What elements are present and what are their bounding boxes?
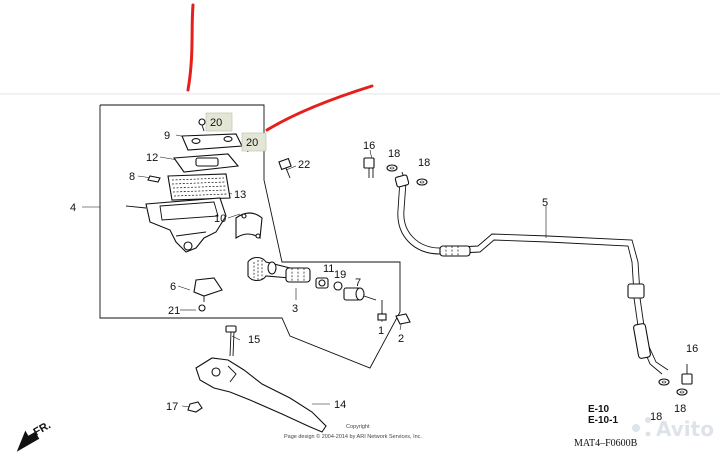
torque-callout-1: 20 xyxy=(205,112,233,132)
label-10: 10 xyxy=(214,213,226,225)
label-6: 6 xyxy=(170,281,176,293)
banjo-bolt-upper xyxy=(363,157,375,178)
diagram-code: MAT4–F0600B xyxy=(574,438,638,449)
reference-e10: E-10 xyxy=(588,404,610,415)
holder xyxy=(235,212,263,240)
label-15: 15 xyxy=(248,334,260,346)
label-4: 4 xyxy=(70,202,76,214)
label-14: 14 xyxy=(334,399,346,411)
label-1: 1 xyxy=(378,325,384,337)
push-rod xyxy=(377,300,387,321)
label-19: 19 xyxy=(334,269,346,281)
part-number-labels: 4 9 12 8 13 10 22 6 21 11 19 7 3 1 2 15 … xyxy=(70,130,698,423)
label-12: 12 xyxy=(146,152,158,164)
screw-top xyxy=(198,118,206,132)
clutch-switch xyxy=(193,277,223,302)
sealing-washer-upper-2 xyxy=(416,178,428,186)
master-cylinder-body xyxy=(125,197,227,253)
piston-set xyxy=(247,256,377,301)
bolt-8 xyxy=(147,175,161,183)
lever-nut xyxy=(187,401,203,413)
label-18-lower-1: 18 xyxy=(650,411,662,423)
label-18-lower-2: 18 xyxy=(674,403,686,415)
copyright-notice: Page design © 2004-2014 by ARI Network S… xyxy=(284,433,422,440)
locknut xyxy=(395,313,411,325)
label-5: 5 xyxy=(542,197,548,209)
label-9: 9 xyxy=(164,130,170,142)
label-22: 22 xyxy=(298,159,310,171)
label-3: 3 xyxy=(292,303,298,315)
reservoir-cap xyxy=(181,133,243,151)
bleeder-screw xyxy=(278,157,292,179)
sealing-washer-lower-2 xyxy=(676,388,688,396)
sealing-washer-upper-1 xyxy=(386,164,398,172)
svg-text:Avito: Avito xyxy=(656,417,714,441)
label-18-upper-2: 18 xyxy=(418,157,430,169)
svg-text:20: 20 xyxy=(210,117,222,129)
copyright-title: Copyright xyxy=(346,424,370,430)
reference-e10-1: E-10-1 xyxy=(588,415,618,426)
label-18-upper-1: 18 xyxy=(388,148,400,160)
label-21: 21 xyxy=(168,305,180,317)
sealing-washer-lower-1 xyxy=(658,378,670,386)
annotation-mark-vertical xyxy=(186,3,195,92)
pivot-bolt xyxy=(225,325,237,357)
label-2: 2 xyxy=(398,333,404,345)
reservoir-diaphragm xyxy=(167,173,231,201)
torque-callout-2: 20 xyxy=(241,132,267,152)
svg-text:20: 20 xyxy=(246,137,258,149)
avito-watermark: Avito xyxy=(632,417,714,441)
label-13: 13 xyxy=(234,189,246,201)
label-16-upper: 16 xyxy=(363,140,375,152)
clutch-hose xyxy=(394,171,669,375)
front-arrow-icon xyxy=(16,430,40,452)
label-11: 11 xyxy=(323,263,334,275)
clutch-lever xyxy=(195,357,327,433)
label-8: 8 xyxy=(129,171,135,183)
assembly-outline xyxy=(99,104,401,369)
label-17: 17 xyxy=(166,401,178,413)
diaphragm-plate xyxy=(172,153,240,173)
switch-screw xyxy=(198,304,206,312)
label-16-lower: 16 xyxy=(686,343,698,355)
label-7: 7 xyxy=(355,277,361,289)
banjo-bolt-lower xyxy=(681,364,693,385)
front-arrow-label: FR. xyxy=(32,419,53,438)
annotation-mark-diagonal xyxy=(265,84,374,132)
